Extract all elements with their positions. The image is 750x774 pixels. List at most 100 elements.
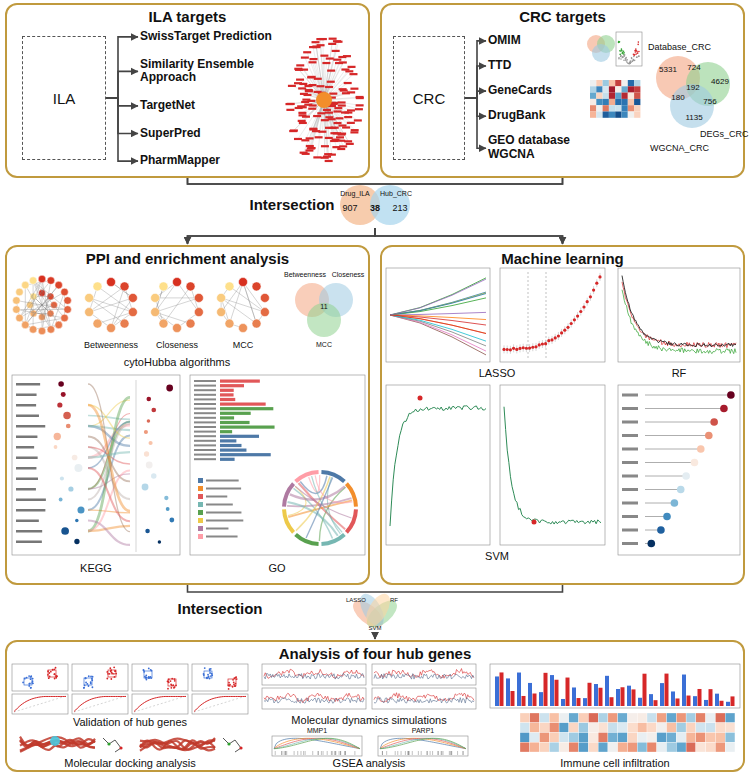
network-target <box>351 129 359 131</box>
venn-set <box>670 84 714 128</box>
flow-arrow <box>188 178 376 244</box>
network-target <box>337 133 345 135</box>
hit-tick <box>382 751 383 755</box>
heatmap-cell <box>608 742 618 752</box>
lollipop-head <box>705 432 713 440</box>
volcano-dot <box>636 50 638 52</box>
heatmap-cell <box>686 713 696 723</box>
network-target <box>325 112 333 114</box>
ligand-atom <box>239 746 242 749</box>
immune-bar <box>654 700 658 706</box>
network-node <box>159 282 168 291</box>
annotation-label: DEGs_CRC <box>700 130 749 140</box>
volcano-dot <box>638 41 640 43</box>
sankey-band <box>88 510 130 513</box>
sample-dot <box>48 672 50 674</box>
lollipop-head <box>677 486 685 494</box>
chart-frame <box>500 385 605 545</box>
bubble-dot <box>60 476 64 480</box>
network-target <box>348 66 356 68</box>
network-node <box>85 308 94 317</box>
heatmap-cell <box>609 86 615 92</box>
volcano-dot <box>632 60 634 62</box>
box-plot <box>228 679 236 686</box>
sankey-band <box>88 397 130 531</box>
network-node <box>225 282 234 291</box>
heatmap-cell <box>634 80 640 86</box>
box-plot <box>48 670 56 677</box>
hit-tick <box>312 751 313 755</box>
heatmap-cell <box>549 713 559 723</box>
chart-frame <box>12 694 68 714</box>
network-node <box>21 281 29 289</box>
network-target <box>355 108 363 110</box>
annotation-label: 756 <box>703 98 716 107</box>
network-target <box>314 91 322 93</box>
hit-tick <box>441 751 442 755</box>
dot-plot-dot <box>166 507 170 511</box>
heatmap-cell <box>637 723 647 733</box>
axis-tick-label <box>194 426 216 428</box>
sample-dot <box>85 682 87 684</box>
annotation-label: MMP1 <box>307 727 327 735</box>
network-target <box>350 131 358 133</box>
hit-tick <box>281 751 282 755</box>
heatmap-cell <box>627 733 637 743</box>
chord-arc <box>282 509 295 533</box>
chart-frame <box>192 664 248 691</box>
hit-tick <box>318 751 319 755</box>
heatmap-cell <box>725 723 735 733</box>
axis-tick-label <box>194 408 216 410</box>
sample-dot <box>48 677 50 679</box>
cv-point <box>531 346 534 349</box>
network-target <box>343 55 351 57</box>
heatmap-cell <box>588 723 598 733</box>
hit-tick <box>382 751 383 755</box>
annotation-label: MCC <box>316 341 332 349</box>
hit-tick <box>284 751 285 755</box>
network-target <box>307 76 315 78</box>
box-plot <box>24 678 32 685</box>
axis-tick-label <box>194 417 216 419</box>
network-edge <box>324 39 333 100</box>
chart-line <box>274 738 360 748</box>
network-node <box>260 308 269 317</box>
axis-tick-label <box>206 488 241 490</box>
axis-tick-label <box>194 431 216 433</box>
annotation-label: 907 <box>342 204 357 214</box>
sample-dot <box>167 688 169 690</box>
cv-point <box>525 347 528 350</box>
sample-dot <box>207 674 209 676</box>
heatmap-cell <box>609 112 615 118</box>
volcano-dot <box>623 50 625 52</box>
network-edge <box>89 298 133 312</box>
go-bar <box>220 453 271 456</box>
hit-tick <box>405 751 406 755</box>
annotation-label: 724 <box>687 64 700 73</box>
heatmap-cell <box>530 723 540 733</box>
axis-tick-label <box>622 407 638 410</box>
axis-tick-label <box>194 398 216 400</box>
axis-tick-label <box>16 530 42 533</box>
heatmap-cell <box>715 742 725 752</box>
heatmap-cell <box>676 742 686 752</box>
network-target <box>298 120 306 122</box>
annotation-label: Closeness <box>156 341 198 351</box>
immune-bar <box>528 683 532 706</box>
heatmap-cell <box>530 733 540 743</box>
go-bar <box>220 430 232 433</box>
chart-line <box>264 669 364 678</box>
axis-tick-label <box>194 389 216 391</box>
immune-bar <box>621 687 625 706</box>
cv-point <box>589 295 592 298</box>
network-target <box>329 93 337 95</box>
hit-tick <box>386 751 387 755</box>
network-target <box>298 87 306 89</box>
heatmap-cell <box>667 733 677 743</box>
sample-dot <box>30 687 32 689</box>
network-target <box>338 104 346 106</box>
axis-tick-label <box>16 457 38 460</box>
axis-tick-label <box>622 542 638 545</box>
hit-tick <box>281 751 282 755</box>
box-text: OMIM <box>488 33 521 47</box>
